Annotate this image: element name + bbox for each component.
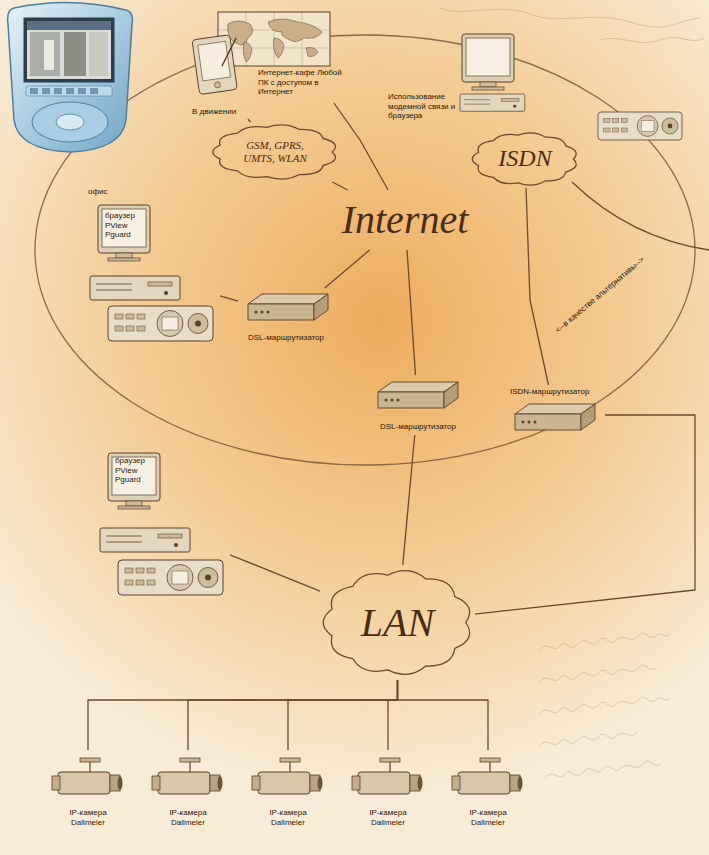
network-link bbox=[188, 680, 398, 750]
device-label: ISDN-маршрутизатор bbox=[510, 387, 600, 397]
network-link bbox=[230, 555, 320, 591]
network-link bbox=[88, 680, 398, 750]
dsl-router: DSL-маршрутизатор bbox=[238, 288, 343, 346]
router-device bbox=[378, 382, 458, 408]
lan-cloud: LAN bbox=[320, 565, 475, 680]
device-label: браузер PView Pguard bbox=[105, 211, 145, 240]
device-label: DSL-маршрутизатор bbox=[248, 333, 338, 343]
device-label: Использование модемной связи и браузера bbox=[388, 92, 458, 121]
lan-workstation: браузер PView Pguard bbox=[95, 450, 230, 605]
network-link bbox=[334, 103, 388, 190]
network-link bbox=[248, 119, 250, 122]
network-link bbox=[332, 182, 347, 190]
isdn-cloud: ISDN bbox=[470, 130, 580, 188]
monitor bbox=[462, 34, 514, 90]
camera-device bbox=[52, 758, 123, 794]
ip-camera: IP-камера Dallmeier bbox=[43, 750, 133, 838]
computer-case bbox=[100, 528, 190, 552]
device-label: браузер PView Pguard bbox=[115, 456, 155, 485]
cloud-shape bbox=[323, 571, 469, 675]
camera-device bbox=[452, 758, 523, 794]
cloud-shape bbox=[213, 125, 336, 179]
shape-label: GSM, GPRS, UMTS, WLAN bbox=[233, 139, 317, 164]
ip-camera: IP-камера Dallmeier bbox=[343, 750, 433, 838]
device-label: IP-камера Dallmeier bbox=[358, 808, 418, 827]
internet-node: Internet bbox=[325, 190, 485, 250]
camera-device bbox=[252, 758, 323, 794]
cloud-shape bbox=[472, 133, 576, 185]
location-label-box: офис bbox=[88, 187, 108, 197]
monitor bbox=[108, 453, 160, 509]
isdn-line bbox=[572, 182, 709, 250]
dsl-router: DSL-маршрутизатор bbox=[370, 375, 465, 435]
network-link bbox=[288, 680, 398, 750]
network-link bbox=[403, 435, 415, 565]
computer-case bbox=[90, 276, 180, 300]
ip-camera: IP-камера Dallmeier bbox=[243, 750, 333, 838]
network-link bbox=[407, 250, 415, 375]
pda-photo bbox=[8, 2, 133, 152]
internet-cafe: Интернет-кафе Любой ПК с доступом в Инте… bbox=[248, 8, 353, 103]
device-label: DSL-маршрутизатор bbox=[380, 422, 460, 432]
alternative-note-box: <--в качестве альтернативы--> bbox=[600, 295, 709, 305]
shape-label: ISDN bbox=[498, 145, 551, 173]
ip-camera: IP-камера Dallmeier bbox=[443, 750, 533, 838]
network-link bbox=[526, 188, 548, 385]
network-link bbox=[220, 296, 238, 301]
camera-device bbox=[352, 758, 423, 794]
device-label: В движении bbox=[192, 107, 244, 117]
handwriting-texture bbox=[440, 8, 705, 778]
router-device bbox=[248, 294, 328, 320]
router-device bbox=[515, 404, 595, 430]
ip-camera: IP-камера Dallmeier bbox=[143, 750, 233, 838]
device-label: IP-камера Dallmeier bbox=[58, 808, 118, 827]
modem-pc: Использование модемной связи и браузера bbox=[385, 30, 530, 130]
shape-label: LAN bbox=[361, 600, 434, 646]
network-link bbox=[388, 680, 398, 750]
wireless-cloud: GSM, GPRS, UMTS, WLAN bbox=[210, 122, 340, 182]
device-label: IP-камера Dallmeier bbox=[258, 808, 318, 827]
isdn-router: ISDN-маршрутизатор bbox=[505, 385, 605, 445]
mobile-device: В движении bbox=[180, 35, 248, 120]
network-link bbox=[475, 415, 695, 614]
video-recorder bbox=[108, 306, 213, 341]
world-map bbox=[218, 12, 330, 66]
video-recorder bbox=[598, 112, 682, 140]
internet-circle bbox=[35, 35, 695, 465]
location-label: офис bbox=[88, 187, 108, 197]
video-recorder bbox=[118, 560, 223, 595]
device-label: IP-камера Dallmeier bbox=[158, 808, 218, 827]
device-label: IP-камера Dallmeier bbox=[458, 808, 518, 827]
device-label: Интернет-кафе Любой ПК с доступом в Инте… bbox=[258, 68, 342, 97]
network-link bbox=[325, 250, 370, 288]
shape-label: Internet bbox=[342, 197, 469, 243]
computer-case bbox=[460, 94, 525, 111]
monitor bbox=[98, 205, 150, 261]
network-link bbox=[398, 680, 489, 750]
camera-device bbox=[152, 758, 223, 794]
office-workstation: браузер PView Pguard bbox=[85, 203, 220, 348]
tablet-device bbox=[192, 34, 243, 95]
